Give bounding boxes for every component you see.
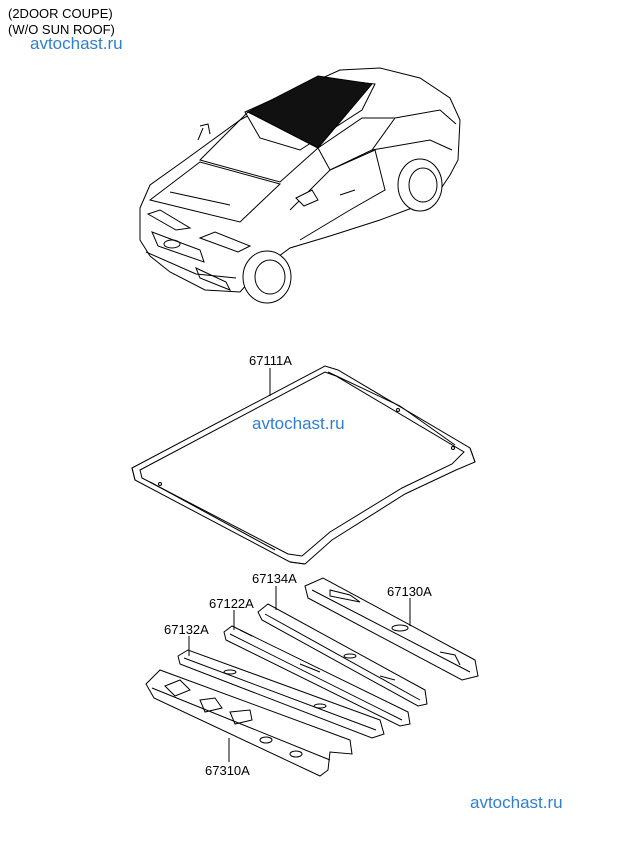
note-roof-option: (W/O SUN ROOF)	[8, 22, 115, 37]
rear-rail	[304, 577, 479, 681]
front-header	[145, 669, 353, 777]
leader-lines	[188, 368, 411, 762]
part-number-rear-rail: 67130A	[387, 584, 432, 599]
rail-67134	[257, 603, 428, 707]
part-number-roof-panel: 67111A	[249, 353, 292, 368]
watermark-bottom: avtochast.ru	[470, 793, 563, 812]
car-illustration	[139, 67, 461, 304]
rail-67122	[223, 625, 411, 727]
note-body-type: (2DOOR COUPE)	[8, 6, 113, 21]
roof-panel	[131, 365, 476, 565]
watermark-top: avtochast.ru	[30, 34, 123, 53]
part-number-rail-67134: 67134A	[252, 571, 297, 586]
part-number-rail-67132: 67132A	[164, 622, 209, 637]
watermark-middle: avtochast.ru	[252, 414, 345, 433]
part-number-front-header: 67310A	[205, 763, 250, 778]
part-number-rail-67122: 67122A	[209, 596, 254, 611]
rail-67132	[177, 649, 385, 739]
